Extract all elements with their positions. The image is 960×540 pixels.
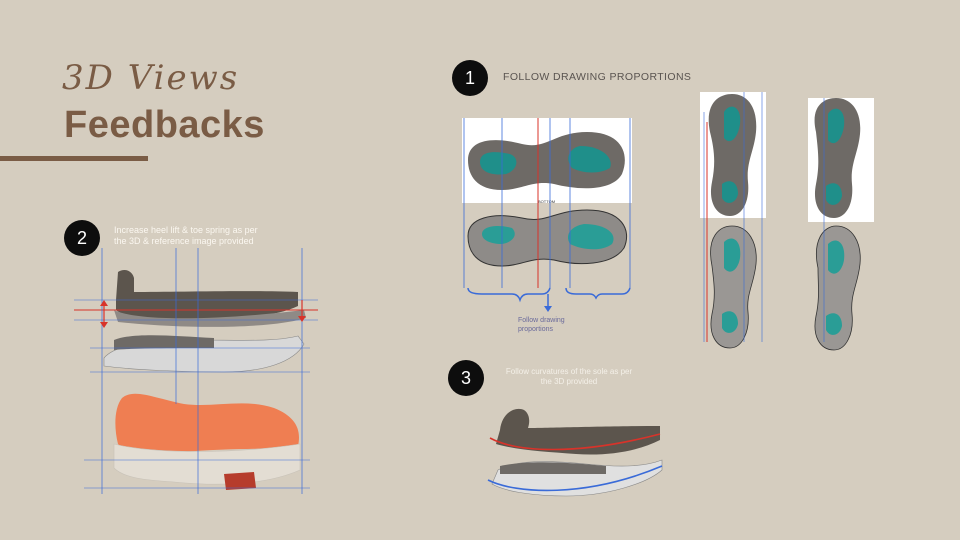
title-divider xyxy=(0,156,148,161)
outsole-comparison-figure: BOTTOM xyxy=(462,118,632,312)
step-1-label: FOLLOW DRAWING PROPORTIONS xyxy=(503,71,692,83)
heel-lift-figure xyxy=(74,248,318,494)
bottom-tag: BOTTOM xyxy=(538,199,555,204)
sole-profile-1 xyxy=(116,270,298,320)
page-title: Feedbacks xyxy=(64,104,265,146)
follow-drawing-annotation: Follow drawing proportions xyxy=(518,317,565,333)
reference-shoe xyxy=(115,393,299,453)
vertical-sole-views xyxy=(700,92,874,351)
step-badge-3: 3 xyxy=(448,360,484,396)
step-badge-2: 2 xyxy=(64,220,100,256)
script-title: 3D Views xyxy=(62,58,240,98)
step-badge-1: 1 xyxy=(452,60,488,96)
sole-curvature-figure xyxy=(487,408,663,497)
step-3-label: Follow curvatures of the sole as per the… xyxy=(505,367,633,386)
step-2-label: Increase heel lift & toe spring as per t… xyxy=(114,225,258,246)
